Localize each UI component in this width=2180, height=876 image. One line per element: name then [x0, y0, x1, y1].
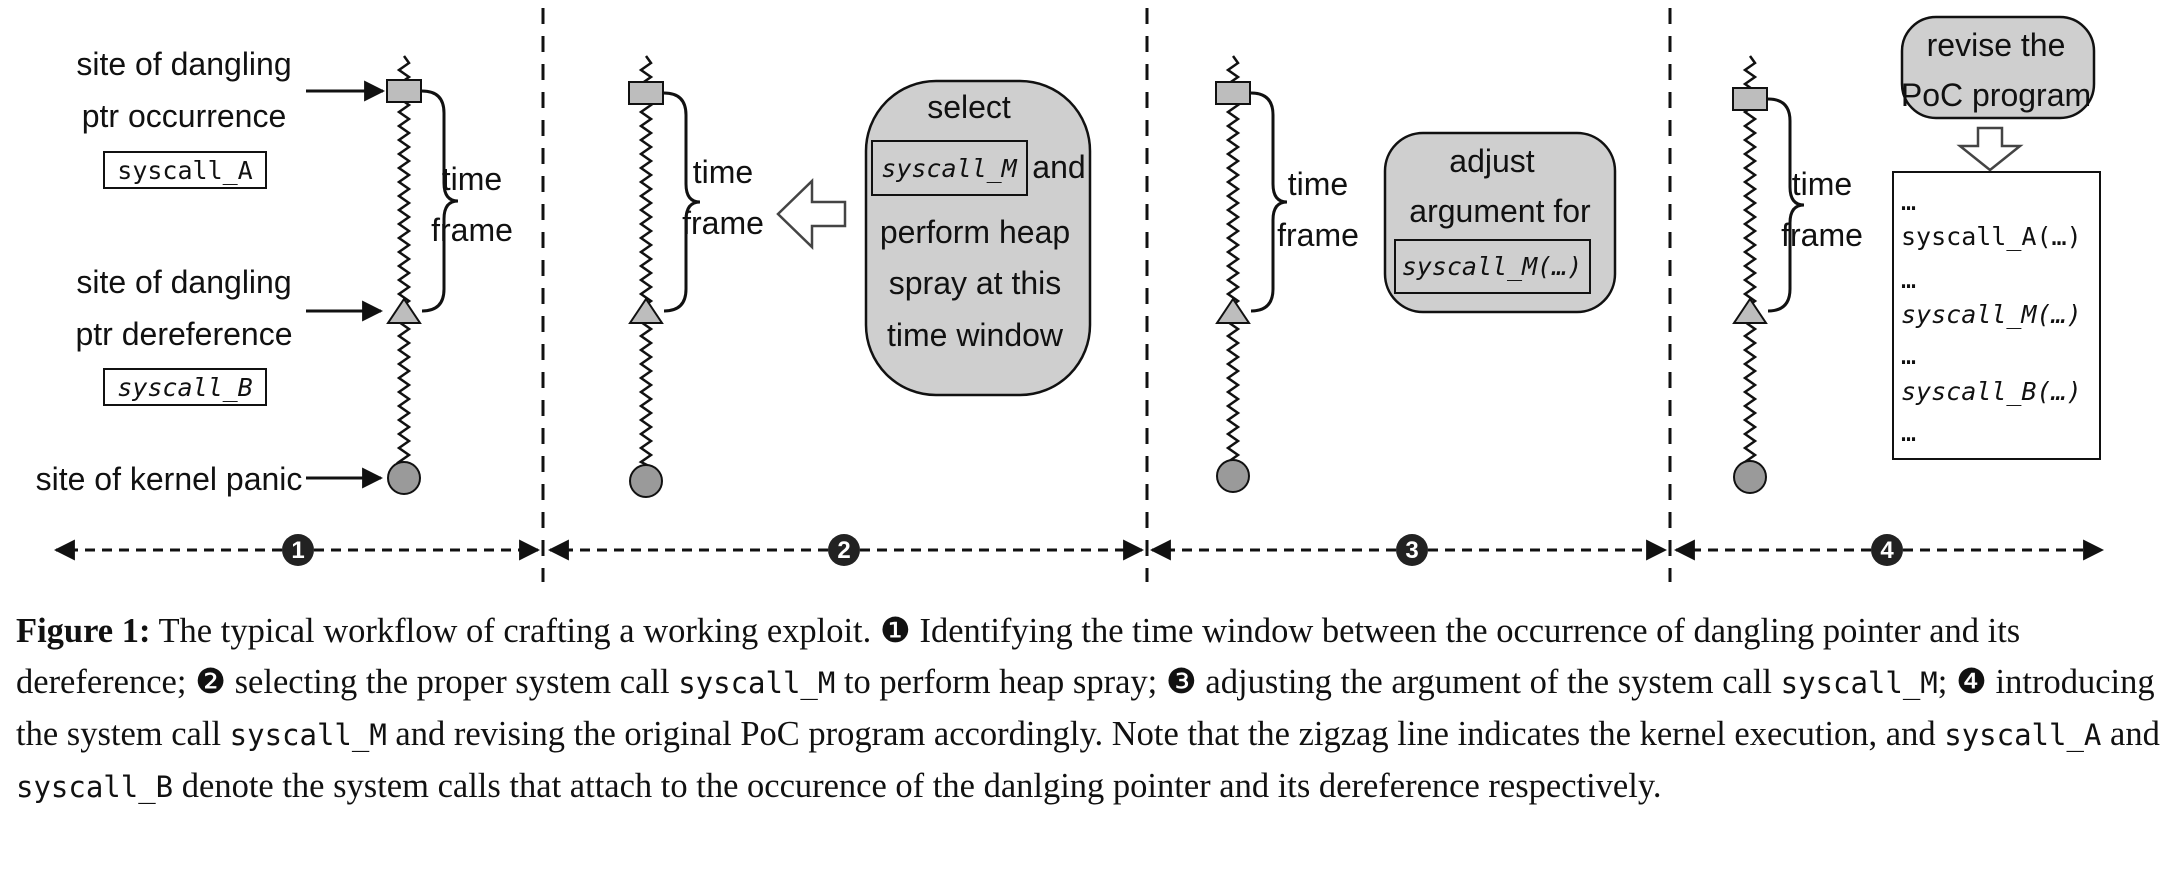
poc-line-5: …: [1901, 341, 1916, 370]
caption-marker-1: ❶: [879, 612, 911, 650]
caption-text-6: ;: [1937, 663, 1956, 701]
syscall-b-label: syscall_B: [117, 373, 252, 402]
syscall-a-label: syscall_A: [117, 156, 252, 185]
caption-marker-2: ❷: [195, 663, 226, 701]
zigzag-line-1: [395, 55, 412, 466]
caption-marker-3: ❸: [1165, 663, 1197, 701]
poc-line-6: syscall_B(…): [1901, 377, 2082, 406]
dereference-triangle-1: [386, 297, 422, 324]
workflow-diagram: 1 2 3 4 site of dangling ptr occurrence …: [36, 8, 2105, 582]
time-frame-label-3b: frame: [1277, 217, 1359, 253]
step-marker-1: [282, 534, 314, 566]
time-frame-label-1a: time: [442, 161, 502, 197]
caption-text-8: and revising the original PoC program ac…: [386, 715, 1945, 753]
bubble4-line2: PoC program: [1901, 77, 2091, 113]
time-frame-brace-1: [421, 89, 459, 313]
hollow-left-arrow: [776, 178, 847, 250]
occurrence-square-4: [1732, 87, 1768, 111]
time-frame-label-2b: frame: [682, 205, 764, 241]
time-frame-label-2a: time: [693, 154, 753, 190]
caption-text-3: selecting the proper system call: [226, 663, 679, 701]
bubble4-line1: revise the: [1927, 27, 2066, 63]
dereference-triangle-2: [628, 297, 664, 324]
panel-4: time frame revise the PoC program … sysc…: [1781, 15, 2101, 460]
syscall-m-arg-box: [1394, 239, 1591, 294]
panel-separators: [541, 8, 1672, 582]
syscall-m-box: [871, 140, 1028, 196]
bubble3-line1: adjust: [1449, 143, 1535, 179]
caption-text-5: adjusting the argument of the system cal…: [1196, 663, 1781, 701]
dereference-label-line2: ptr dereference: [75, 316, 292, 352]
panel-2: time frame select syscall_M and perform …: [682, 79, 1092, 397]
figure-caption: Figure 1: The typical workflow of crafti…: [16, 606, 2164, 813]
bubble2-line4: spray at this: [889, 265, 1062, 301]
panic-circle-3: [1216, 459, 1250, 493]
occurrence-label-line2: ptr occurrence: [82, 98, 287, 134]
time-frame-label-4b: frame: [1781, 217, 1863, 253]
dereference-triangle-4: [1732, 297, 1768, 324]
panic-circle-4: [1733, 460, 1767, 494]
caption-text-7: introducing the system call: [16, 663, 2155, 753]
step-number-1: 1: [291, 537, 304, 564]
kernel-timelines: [386, 55, 1805, 498]
occurrence-square-3: [1215, 81, 1251, 105]
caption-marker-4: ❹: [1955, 663, 1987, 701]
caption-text-9: and: [2101, 715, 2160, 753]
syscall-b-box: [103, 368, 267, 406]
panel-1: site of dangling ptr occurrence syscall_…: [36, 46, 513, 497]
syscall-a-box: [103, 151, 267, 189]
poc-line-7: …: [1901, 418, 1916, 447]
time-frame-label-3a: time: [1288, 166, 1348, 202]
time-frame-label-4a: time: [1792, 166, 1852, 202]
syscall-m-arg-label: syscall_M(…): [1402, 252, 1583, 281]
zigzag-line-4: [1741, 55, 1758, 465]
poc-line-4: syscall_M(…): [1901, 300, 2082, 329]
step-number-4: 4: [1880, 537, 1894, 564]
caption-text-10: denote the system calls that attach to t…: [173, 767, 1662, 805]
occurrence-label-line1: site of dangling: [76, 46, 291, 82]
step-marker-2: [828, 534, 860, 566]
poc-line-2: syscall_A(…): [1901, 222, 2082, 251]
occurrence-square-1: [386, 79, 422, 103]
panic-label: site of kernel panic: [36, 461, 303, 497]
bubble2-and: and: [1032, 149, 1085, 185]
step-number-3: 3: [1405, 537, 1418, 564]
poc-program-box: [1892, 171, 2101, 460]
syscall-m-label: syscall_M: [881, 154, 1017, 183]
panel-3: time frame adjust argument for syscall_M…: [1277, 131, 1617, 314]
caption-code-3: syscall_M: [229, 718, 387, 752]
step-marker-4: [1871, 534, 1903, 566]
time-frame-brace-3: [1250, 91, 1288, 313]
time-frame-brace-2: [663, 91, 701, 313]
occurrence-square-2: [628, 81, 664, 105]
revise-poc-bubble: [1900, 15, 2096, 120]
caption-label: Figure 1:: [16, 612, 151, 650]
panic-circle-1: [387, 461, 421, 495]
poc-line-1: …: [1901, 187, 1916, 216]
zigzag-line-2: [638, 55, 654, 469]
step-marker-3: [1396, 534, 1428, 566]
caption-code-1: syscall_M: [678, 666, 836, 700]
caption-text-2: Identifying the time window between the …: [16, 612, 2021, 701]
dereference-triangle-3: [1215, 297, 1251, 324]
poc-line-3: …: [1901, 265, 1916, 294]
time-frame-brace-4: [1767, 97, 1805, 313]
step-number-2: 2: [837, 537, 850, 564]
dereference-label-line1: site of dangling: [76, 264, 291, 300]
bubble2-line1: select: [927, 89, 1011, 125]
zigzag-line-3: [1224, 55, 1241, 464]
caption-text-4: to perform heap spray;: [835, 663, 1166, 701]
hollow-down-arrow: [1956, 126, 2024, 172]
bubble3-line2: argument for: [1409, 193, 1591, 229]
caption-text-1: The typical workflow of crafting a worki…: [150, 612, 880, 650]
bubble2-line5: time window: [887, 317, 1064, 353]
caption-code-2: syscall_M: [1780, 666, 1938, 700]
bubble2-line3: perform heap: [880, 214, 1070, 250]
panic-circle-2: [629, 464, 663, 498]
caption-code-5: syscall_B: [16, 770, 174, 804]
step-markers: 1 2 3 4: [282, 534, 1903, 566]
caption-code-4: syscall_A: [1944, 718, 2102, 752]
